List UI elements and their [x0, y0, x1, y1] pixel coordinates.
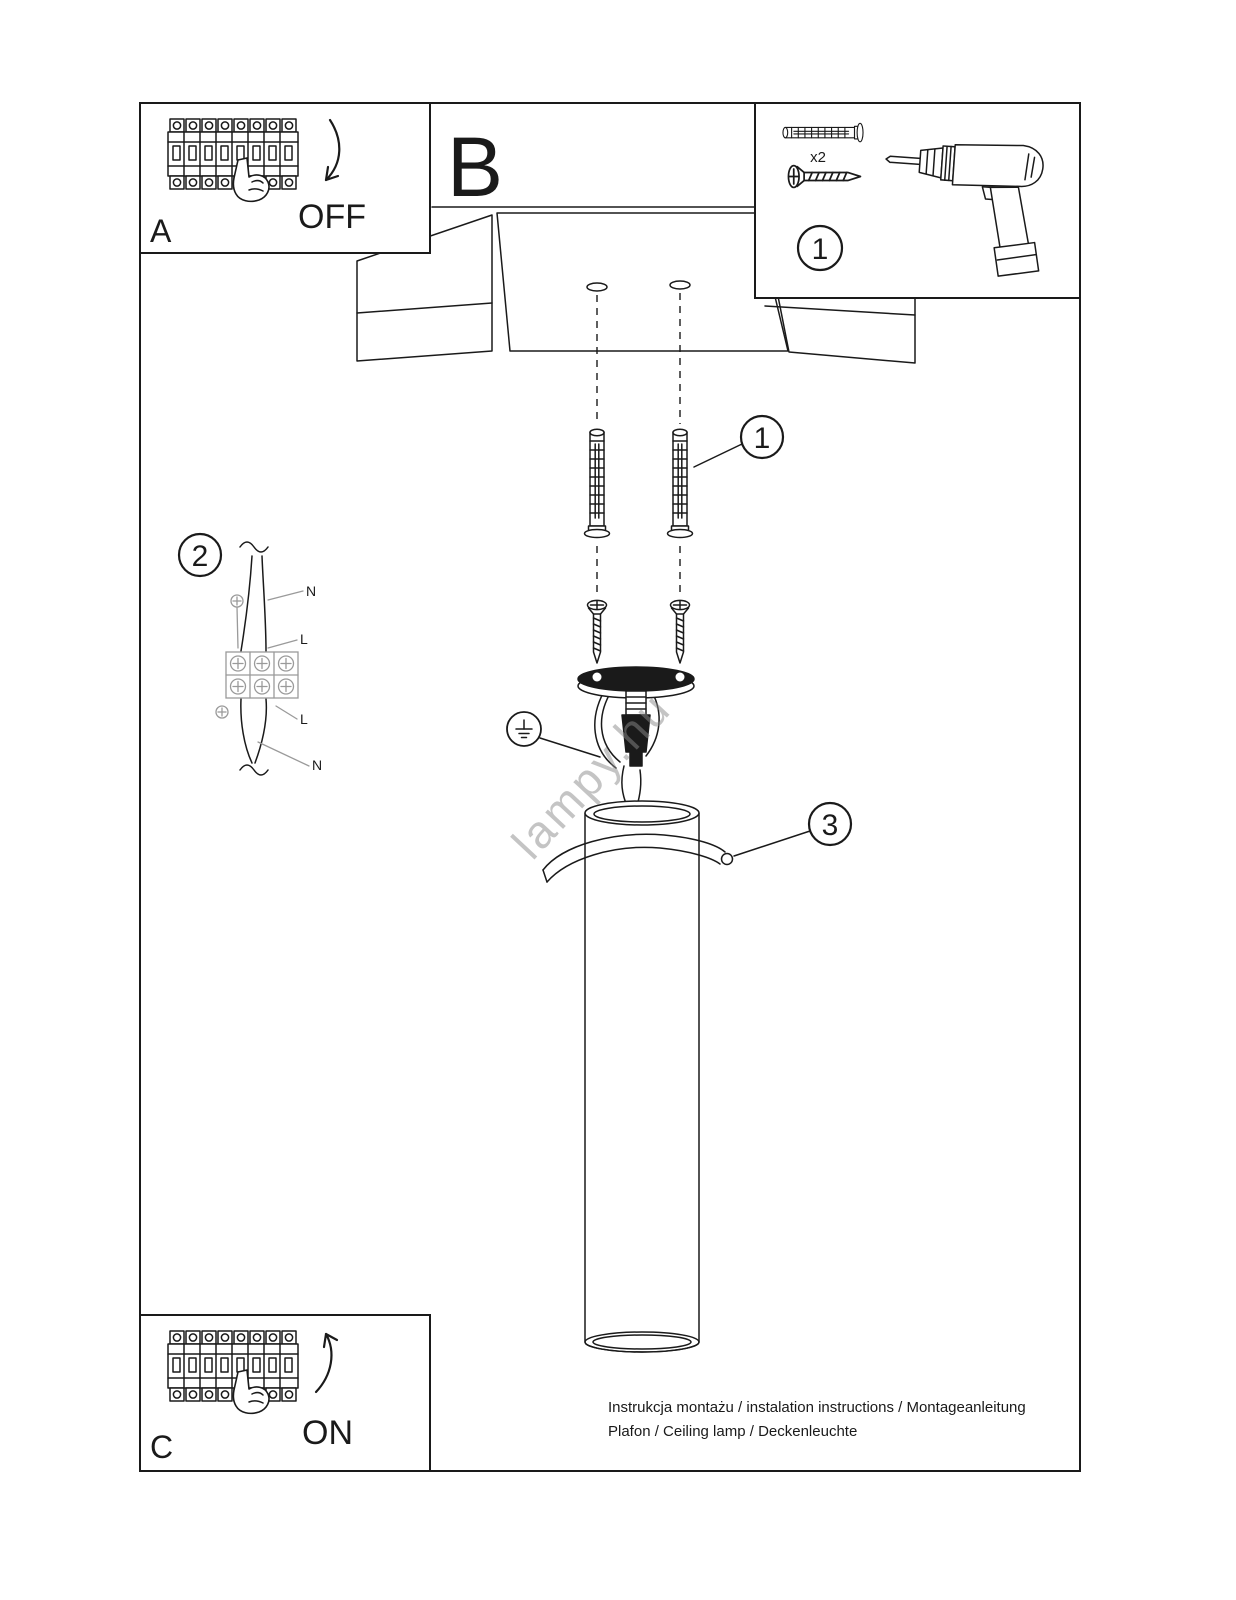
footer: Instrukcja montażu / instalation instruc… — [608, 1399, 1026, 1440]
wire-label-n-bottom: N — [312, 757, 322, 773]
alignment-dashed-lines — [596, 293, 681, 595]
plug-quantity-label: x2 — [810, 149, 826, 166]
wall-plug-right — [666, 428, 694, 539]
step1-number: 1 — [754, 422, 771, 455]
panel-c: C ON — [139, 1314, 431, 1472]
spring-ring — [542, 833, 734, 883]
wire-label-l-top: L — [300, 631, 308, 647]
flip-down-arrow-icon — [324, 118, 341, 182]
wire-label-n-top: N — [306, 583, 316, 599]
drill-hole-left — [586, 282, 608, 292]
step3-callout: 3 — [733, 801, 853, 857]
off-state-label: OFF — [298, 198, 366, 236]
cable-break-bottom — [239, 764, 269, 776]
wall-plug-left — [583, 428, 611, 539]
flip-up-arrow-icon — [314, 1332, 339, 1394]
on-state-label: ON — [302, 1414, 353, 1452]
step3-number: 3 — [822, 809, 839, 842]
mounting-screw-right — [669, 599, 691, 664]
tools-step-number: 1 — [812, 233, 829, 266]
panel-a: A OFF — [139, 102, 431, 254]
footer-line1: Instrukcja montażu / instalation instruc… — [608, 1399, 1026, 1416]
drill-icon — [885, 144, 1044, 277]
lamp-tube — [584, 800, 700, 1353]
cable-break-top — [239, 541, 269, 553]
panel-a-label: A — [150, 213, 172, 249]
mounting-screw-left — [586, 599, 608, 664]
wire-label-l-bottom: L — [300, 711, 308, 727]
panel-c-label: C — [150, 1429, 173, 1465]
drill-hole-right — [669, 280, 691, 290]
wiring-diagram: N L L N — [215, 541, 322, 776]
footer-line2: Plafon / Ceiling lamp / Deckenleuchte — [608, 1423, 857, 1440]
panel-b-label: B — [447, 120, 503, 214]
mounting-plate-and-wires — [577, 666, 695, 807]
panel-tools: x2 1 — [754, 102, 1081, 299]
step2-callout: 2 — [177, 532, 223, 578]
terminal-block — [215, 590, 310, 767]
step1-callout: 1 — [693, 414, 785, 468]
page-frame — [139, 102, 1081, 1472]
step2-number: 2 — [192, 540, 209, 573]
ground-symbol-callout — [506, 711, 601, 758]
